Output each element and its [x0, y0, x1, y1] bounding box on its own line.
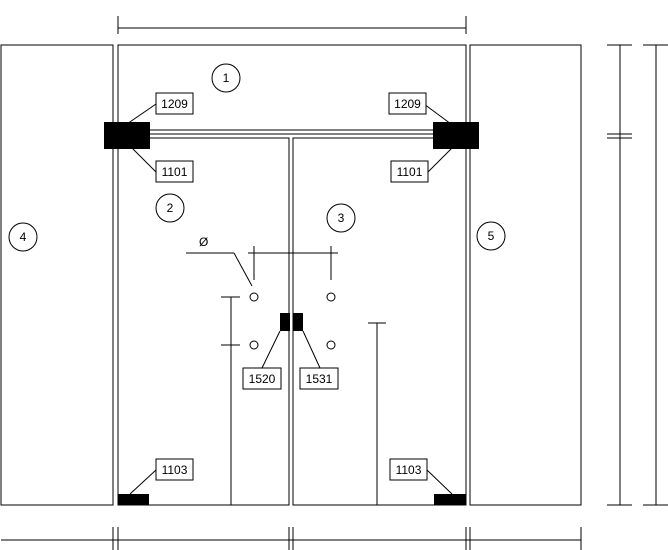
center-lock-left: [280, 313, 290, 331]
handle-holes: [249, 292, 336, 350]
left-door-leaf: [117, 137, 290, 506]
label-bottom-right-pivot: 1103: [396, 463, 422, 477]
center-lock-right: [293, 313, 303, 331]
label-top-left-pivot: 1101: [162, 165, 188, 179]
top-left-clamp: [104, 122, 150, 149]
right-sidelight-panel: [469, 44, 582, 506]
marker-right-sidelight: 5: [488, 229, 495, 243]
label-bottom-left-pivot: 1103: [162, 463, 188, 477]
leader-lines: [126, 103, 453, 495]
top-right-clamp: [433, 122, 479, 149]
marker-right-door: 3: [338, 211, 345, 225]
label-lock-left: 1520: [249, 372, 276, 386]
bottom-left-pivot: [118, 494, 149, 505]
label-lock-right: 1531: [306, 372, 333, 386]
right-dimension-lines: [607, 44, 668, 506]
top-dimension-line: [117, 16, 467, 34]
bottom-dimension-lines: [1, 527, 582, 550]
diameter-symbol: Ø: [199, 235, 208, 249]
label-top-right-pivot: 1101: [397, 165, 423, 179]
hole-dimension-lines: [186, 246, 386, 505]
bottom-right-pivot: [434, 494, 466, 505]
left-sidelight-panel: [0, 44, 114, 506]
marker-transom: 1: [223, 71, 230, 85]
transom-panel: [117, 44, 467, 131]
label-top-left-clamp: 1209: [161, 97, 188, 111]
marker-left-door: 2: [167, 201, 174, 215]
marker-left-sidelight: 4: [20, 230, 27, 244]
label-top-right-clamp: 1209: [394, 97, 421, 111]
right-door-leaf: [292, 137, 467, 506]
